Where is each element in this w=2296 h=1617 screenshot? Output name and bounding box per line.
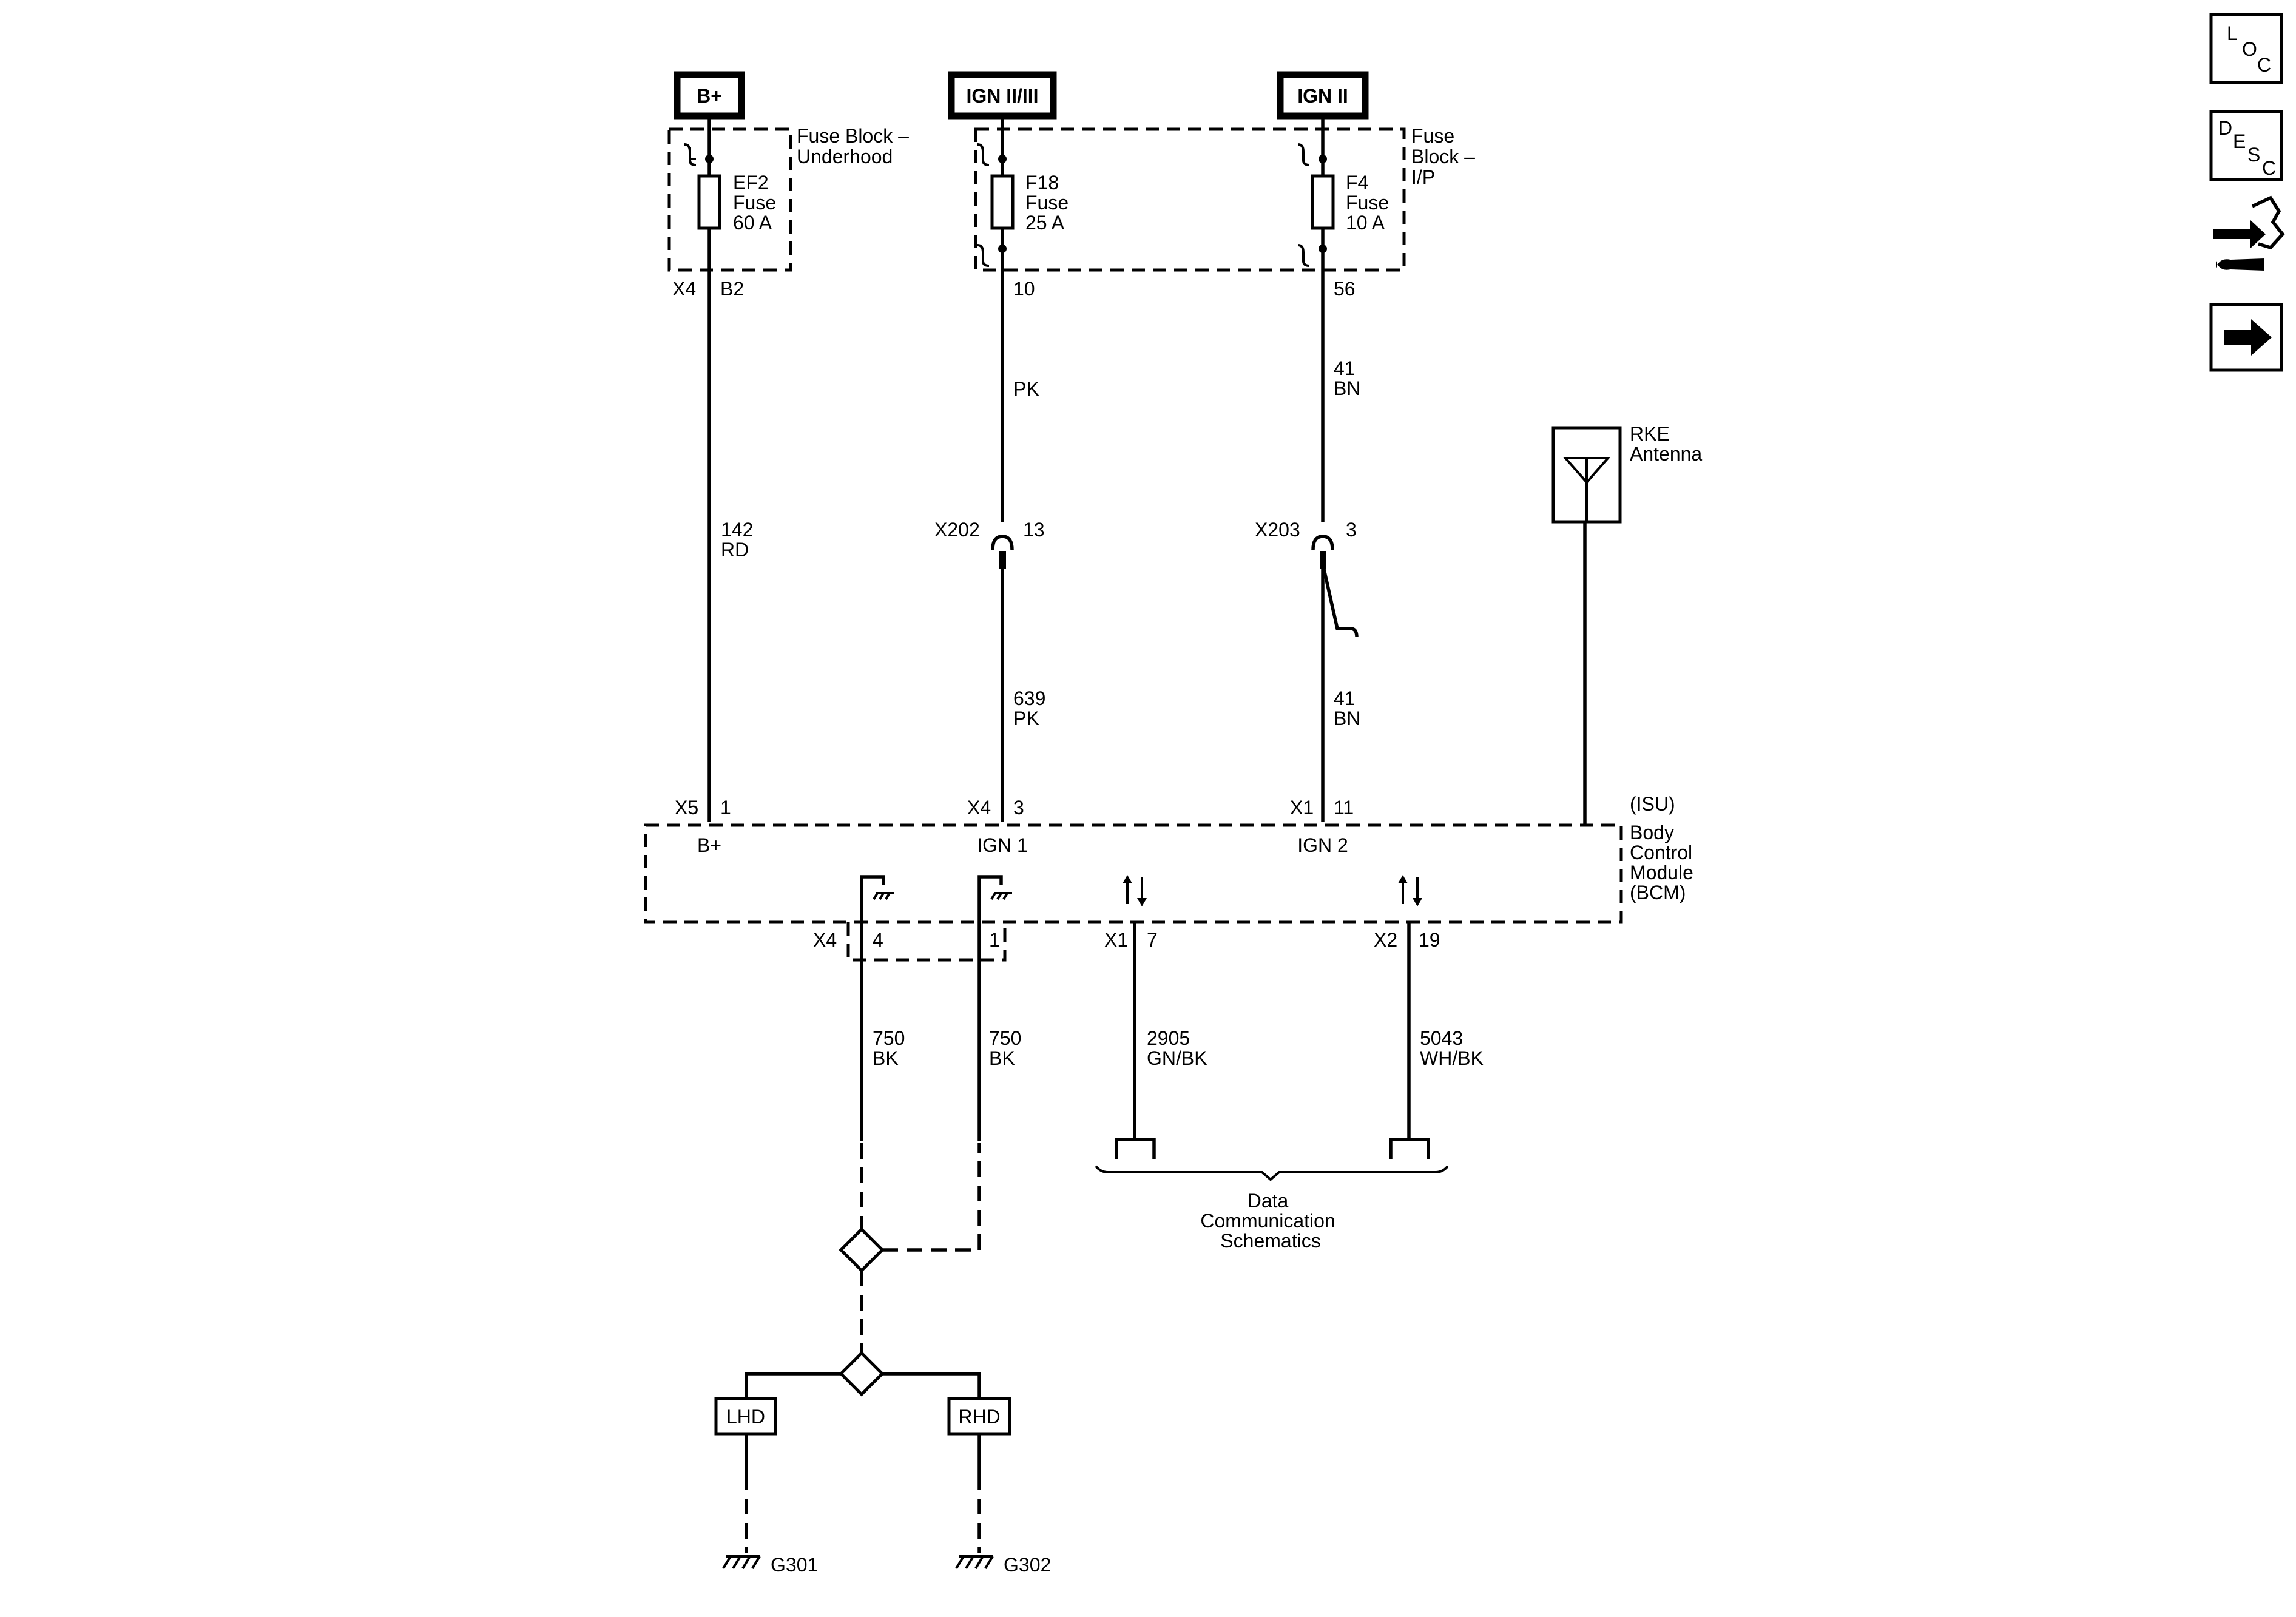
ground-x4-pin4: 4 [873, 929, 883, 951]
svg-text:LHD: LHD [726, 1406, 765, 1428]
data-x2-pin: 19 [1419, 929, 1440, 951]
wire-142-label: 142 RD [721, 519, 758, 561]
next-arrow-icon[interactable] [2209, 303, 2283, 372]
ground-connector-x4 [846, 922, 1007, 962]
data-comm-label: Data Communication Schematics [1200, 1190, 1340, 1252]
fuse-f18-label: F18 Fuse 25 A [1025, 172, 1074, 234]
bcm-name-label: Body Control Module (BCM) [1630, 822, 1699, 903]
bcm-x4-conn: X4 [967, 797, 991, 819]
svg-text:RHD: RHD [958, 1406, 1000, 1428]
fuse-block-underhood-label: Fuse Block – Underhood [797, 125, 914, 167]
wire-2905-label: 2905 GN/BK [1147, 1027, 1207, 1069]
bcm-x5-conn: X5 [675, 797, 698, 819]
fuse-block-ip-label: Fuse Block – I/P [1411, 125, 1481, 188]
fuse-f18 [977, 116, 1015, 522]
svg-text:O: O [2242, 38, 2257, 60]
ground-x4-pin1: 1 [989, 929, 1000, 951]
connector-x203-name: X203 [1255, 519, 1300, 541]
bcm-box [644, 823, 1623, 924]
svg-text:IGN II: IGN II [1297, 85, 1348, 107]
bcm-internal-ground-2 [977, 875, 1012, 1141]
wire-41-upper-label: 41 BN [1334, 357, 1360, 399]
fuse-ef2-label: EF2 Fuse 60 A [733, 172, 782, 234]
data-comm-brace [1095, 1165, 1449, 1181]
bcm-isu-label: (ISU) [1630, 793, 1675, 815]
bcm-x5-pin: 1 [720, 797, 731, 819]
fuse-block-underhood-box [667, 127, 792, 272]
connector-x203-pin: 3 [1346, 519, 1357, 541]
power-source-ign23: IGN II/III [948, 71, 1057, 120]
bcm-pin-bplus: B+ [697, 834, 721, 856]
power-source-bplus: B+ [674, 71, 745, 120]
rke-antenna [1551, 426, 1622, 824]
bcm-x4-pin: 3 [1013, 797, 1024, 819]
bcm-pin-ign1: IGN 1 [977, 834, 1028, 856]
data-x1-pin: 7 [1147, 929, 1158, 951]
desc-icon[interactable]: D E S C [2209, 110, 2283, 181]
wire-750a-label: 750 BK [873, 1027, 910, 1069]
wire-41-lower-label: 41 BN [1334, 687, 1360, 729]
ground-g301-icon [722, 1555, 761, 1570]
pin-ef2: B2 [720, 278, 744, 300]
splice-diamond-lower [839, 1351, 885, 1397]
svg-text:D: D [2218, 117, 2232, 139]
fuse-block-ip-box [974, 127, 1406, 272]
connector-x202-name: X202 [934, 519, 980, 541]
wire-750b-label: 750 BK [989, 1027, 1027, 1069]
wire-5043-label: 5043 WH/BK [1420, 1027, 1484, 1069]
bcm-data-arrows-1 [1123, 875, 1147, 906]
connector-x202-pin: 13 [1023, 519, 1045, 541]
ground-g301-label: G301 [771, 1554, 818, 1576]
loc-icon[interactable]: L O C [2209, 13, 2283, 84]
svg-text:S: S [2247, 144, 2260, 166]
power-source-ign2: IGN II [1277, 71, 1369, 120]
svg-text:IGN II/III: IGN II/III [966, 85, 1038, 107]
bcm-data-arrows-2 [1398, 875, 1422, 906]
ground-g302-label: G302 [1004, 1554, 1051, 1576]
svg-text:L: L [2227, 22, 2238, 44]
bcm-x1-conn: X1 [1290, 797, 1314, 819]
bcm-pin-ign2: IGN 2 [1297, 834, 1348, 856]
bcm-x1-pin: 11 [1334, 797, 1354, 819]
rke-antenna-label: RKE Antenna [1630, 423, 1702, 465]
pin-ef2-conn: X4 [672, 278, 696, 300]
pin-f18: 10 [1013, 278, 1035, 300]
variant-rhd: RHD [947, 1397, 1011, 1436]
svg-text:E: E [2233, 130, 2246, 152]
wire-pk-label: PK [1013, 378, 1039, 400]
splice-diamond-upper [839, 1227, 885, 1273]
connector-x202 [991, 535, 1014, 822]
fuse-ef2 [684, 116, 721, 822]
svg-text:C: C [2262, 157, 2276, 179]
connector-x203 [1311, 535, 1359, 822]
svg-text:B+: B+ [697, 85, 722, 107]
data-x2-conn: X2 [1374, 929, 1397, 951]
variant-lhd: LHD [714, 1397, 777, 1436]
wire-639-label: 639 PK [1013, 687, 1051, 729]
svg-text:C: C [2257, 54, 2271, 76]
fuse-f4-label: F4 Fuse 10 A [1346, 172, 1394, 234]
connector-repair-icon[interactable] [2213, 195, 2285, 271]
ground-x4-conn: X4 [813, 929, 837, 951]
ground-g302-icon [955, 1555, 994, 1570]
fuse-f4 [1297, 116, 1335, 522]
data-connector-2 [1389, 1138, 1430, 1159]
data-x1-conn: X1 [1104, 929, 1128, 951]
pin-f4: 56 [1334, 278, 1356, 300]
bcm-internal-ground-1 [860, 875, 894, 1141]
data-connector-1 [1115, 1138, 1156, 1159]
